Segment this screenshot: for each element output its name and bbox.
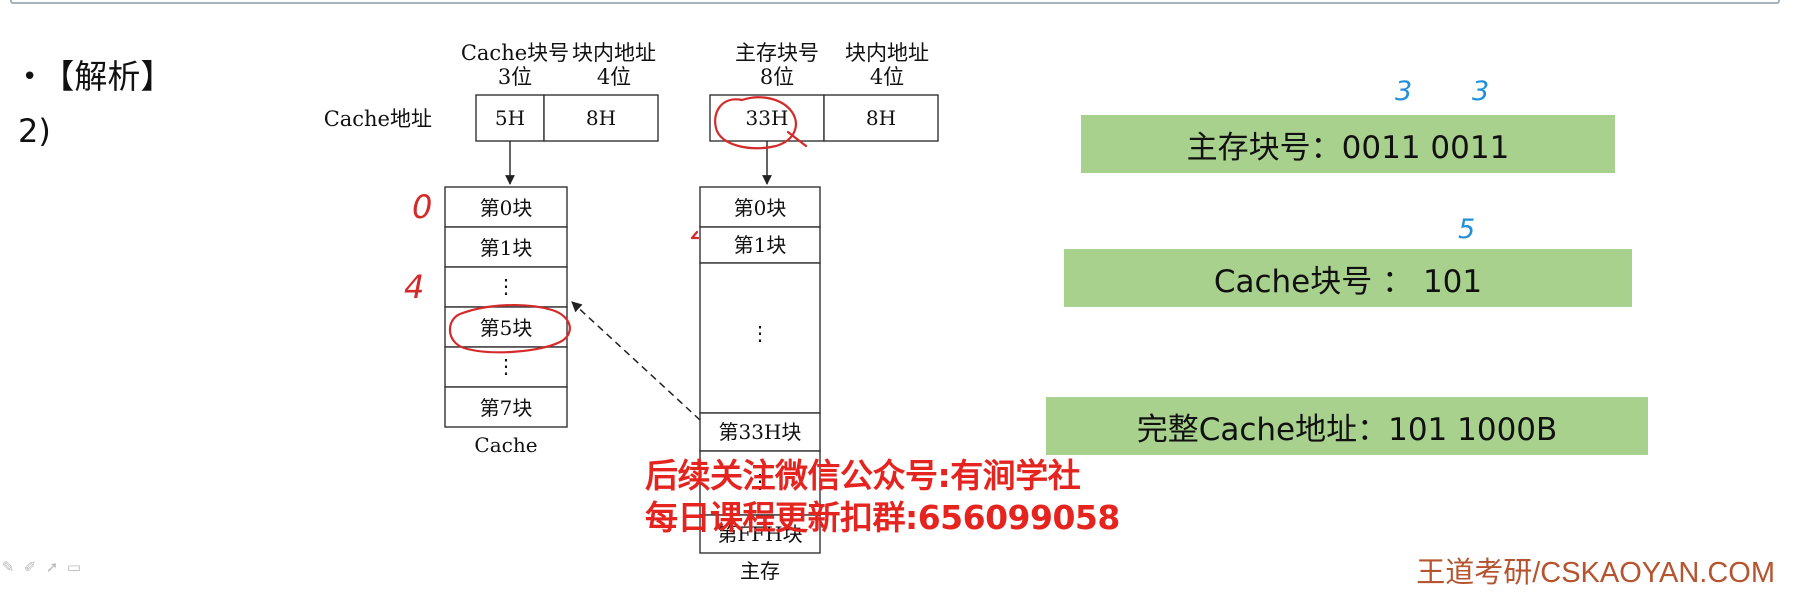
full-address-result-text: 完整Cache地址：101 1000B: [1136, 411, 1558, 448]
cache-block-row: [444, 386, 568, 428]
cache-block-label: 第1块: [480, 236, 533, 260]
main-field-bits-block: 8位: [760, 65, 794, 89]
section-label: 【解析】: [41, 57, 174, 96]
cache-block-field: [475, 94, 545, 142]
main-field-bits-offset: 4位: [870, 65, 904, 89]
main-offset-field: [823, 94, 939, 142]
main-block-field-value: 33H: [746, 106, 789, 130]
cache-block-row: [444, 186, 568, 228]
slide-top-border: [10, 0, 1780, 4]
main-block-ellipsis: ⋮: [750, 469, 770, 493]
bullet-icon: •: [22, 62, 38, 92]
main-block-field: [709, 94, 825, 142]
main-block-row: [699, 226, 821, 264]
cache-field-bits-offset: 4位: [597, 65, 631, 89]
cache-address-label: Cache地址: [324, 107, 432, 131]
handwritten-note-5: 5: [1458, 214, 1476, 245]
main-block-row: [699, 262, 821, 414]
cache-block-label: 第7块: [480, 396, 533, 420]
main-block-row: [699, 186, 821, 228]
cache-offset-field-value: 8H: [586, 106, 616, 130]
main-field-header-offset: 块内地址: [845, 41, 929, 65]
handwritten-circle-33h: [714, 96, 808, 150]
cache-offset-field: [543, 94, 659, 142]
handwritten-index-4: 4: [404, 268, 424, 306]
watermark-line-1: 后续关注微信公众号:有涧学社: [645, 456, 1081, 495]
mapping-dashed-arrow: [571, 301, 701, 421]
handwritten-tick-mark: [690, 230, 700, 240]
main-field-header-block: 主存块号: [735, 41, 819, 65]
brand-logo-text: 王道考研/CSKAOYAN.COM: [1416, 557, 1775, 589]
question-number: 2): [18, 112, 51, 150]
main-block-row: [699, 514, 821, 554]
main-caption: 主存: [740, 559, 780, 583]
cache-block-label: 第5块: [480, 316, 533, 340]
pointer-icon[interactable]: ➚: [45, 559, 59, 576]
cache-block-field-value: 5H: [495, 106, 525, 130]
cache-block-result-text: Cache块号 ： 101: [1213, 263, 1483, 300]
cache-block-result: Cache块号 ： 101: [1064, 249, 1632, 307]
main-block-label: 第1块: [734, 233, 787, 257]
marker-icon[interactable]: ✐: [23, 559, 37, 576]
cache-block-label: 第0块: [480, 196, 533, 220]
cache-block-row: [444, 346, 568, 388]
main-block-row: [699, 450, 821, 516]
main-offset-field-value: 8H: [866, 106, 896, 130]
cache-field-header-offset: 块内地址: [572, 41, 656, 65]
handwritten-index-0: 0: [412, 188, 432, 226]
main-block-label: 第0块: [734, 196, 787, 220]
cache-block-row: [444, 226, 568, 268]
cache-field-bits-block: 3位: [498, 65, 532, 89]
handwritten-note-3-left: 3: [1395, 76, 1413, 107]
watermark-line-2: 每日课程更新扣群:656099058: [645, 498, 1120, 537]
main-block-result: 主存块号：0011 0011: [1081, 115, 1615, 173]
pen-icon[interactable]: ✎: [1, 559, 15, 576]
main-block-label: 第FFH块: [717, 522, 802, 546]
full-address-result: 完整Cache地址：101 1000B: [1046, 397, 1648, 455]
presenter-toolbar: ✎ ✐ ➚ ▭: [0, 560, 82, 584]
cache-field-header-block: Cache块号: [461, 41, 569, 65]
section-title: •【解析】: [22, 50, 173, 98]
handwritten-note-3-right: 3: [1472, 76, 1490, 107]
main-block-row: [699, 412, 821, 452]
screen-icon[interactable]: ▭: [66, 559, 82, 576]
cache-block-row: [444, 266, 568, 308]
main-block-ellipsis: ⋮: [750, 321, 770, 345]
cache-block-ellipsis: ⋮: [496, 354, 516, 378]
main-block-label: 第33H块: [719, 420, 802, 444]
cache-caption: Cache: [474, 433, 537, 457]
cache-block-ellipsis: ⋮: [496, 274, 516, 298]
handwritten-circle-block5: [448, 303, 571, 354]
main-block-result-text: 主存块号：0011 0011: [1186, 129, 1510, 166]
